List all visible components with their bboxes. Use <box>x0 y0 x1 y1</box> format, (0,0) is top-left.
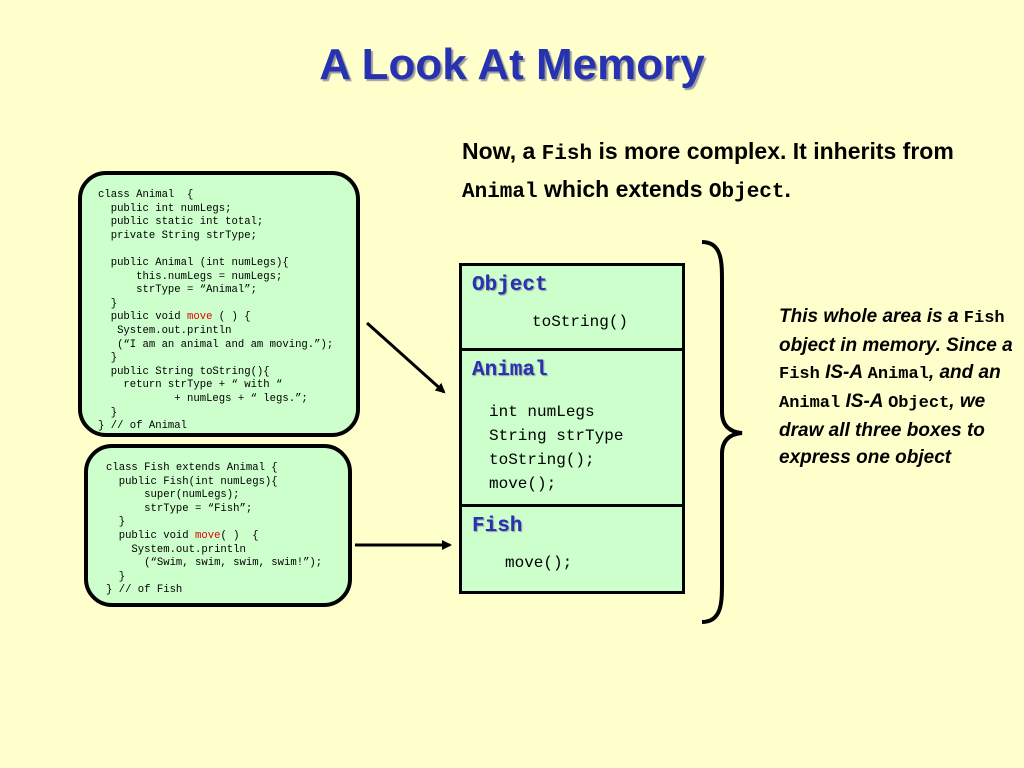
object-keyword: Object <box>708 181 785 204</box>
fish-box-title: Fish <box>472 515 523 538</box>
animal-memory-box: Animal int numLegs String strType toStri… <box>462 351 682 507</box>
move-keyword: move <box>195 529 221 542</box>
fish-keyword: Fish <box>541 143 593 166</box>
object-box-title: Object <box>472 274 548 297</box>
move-keyword: move <box>187 311 213 324</box>
intro-text: Now, a Fish is more complex. It inherits… <box>462 138 954 204</box>
object-memory-box: Object toString() <box>462 266 682 351</box>
right-brace <box>701 240 743 624</box>
fish-class-code: class Fish extends Animal { public Fish(… <box>84 444 352 607</box>
page-title: A Look At Memory <box>319 40 705 89</box>
fish-memory-box: Fish move(); <box>462 507 682 591</box>
animal-box-title: Animal <box>472 359 548 382</box>
fish-box-members: move(); <box>505 554 573 572</box>
fish-code-text: class Fish extends Animal { public Fish(… <box>106 462 323 597</box>
animal-keyword: Animal <box>462 181 538 204</box>
memory-object-stack: Object toString() Animal int numLegs Str… <box>459 263 685 594</box>
animal-to-memory-arrow <box>365 321 446 394</box>
explanation-note: This whole area is a Fish object in memo… <box>779 306 1013 468</box>
animal-box-members: int numLegs String strType toString(); m… <box>489 403 624 493</box>
object-box-members: toString() <box>532 313 629 331</box>
animal-class-code: class Animal { public int numLegs; publi… <box>78 171 360 437</box>
animal-code-text: class Animal { public int numLegs; publi… <box>98 189 334 433</box>
